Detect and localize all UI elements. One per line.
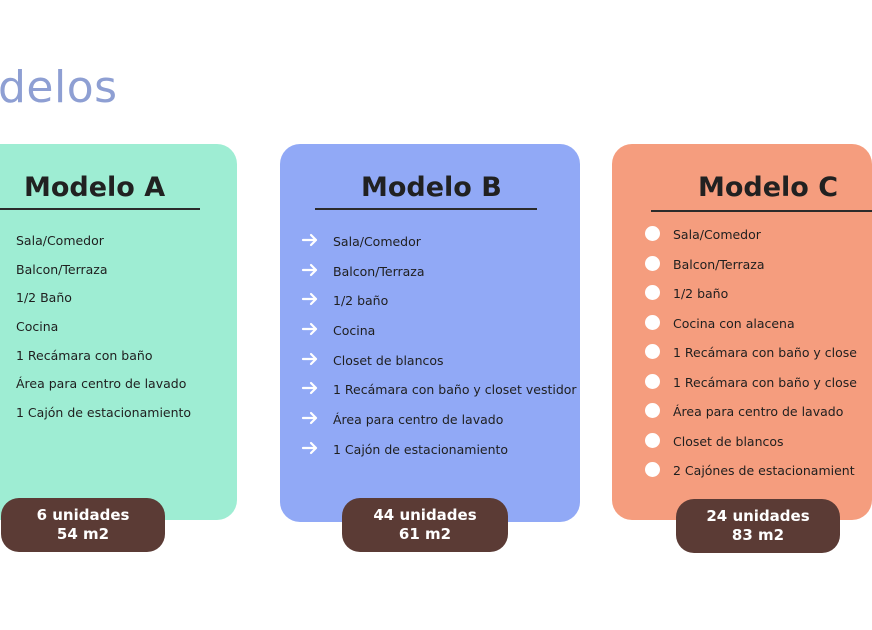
units-count: 6 unidades [36,506,130,524]
arrow-right-icon [301,290,319,311]
feature-item: Sala/Comedor [645,226,857,257]
feature-item: 2 Cajónes de estacionamient [645,462,857,493]
card-modelo-c: Modelo C Sala/Comedor Balcon/Terraza 1/2… [612,144,872,520]
white-dot-icon [645,432,660,448]
feature-item: Cocina [301,322,577,353]
white-dot-icon [645,255,660,271]
white-dot-icon [645,462,660,477]
feature-item: Área para centro de lavado [16,376,187,392]
card-title: Modelo C [698,172,839,203]
unit-area: 61 m2 [398,525,452,543]
feature-list: Sala/Comedor Balcon/Terraza 1/2 baño Coc… [301,233,577,472]
units-count: 44 unidades [373,506,477,524]
feature-item: Closet de blancos [645,432,857,464]
white-dot-icon [645,344,660,359]
feature-item: Cocina con alacena [645,314,857,346]
feature-item: 1 Cajón de estacionamiento [16,405,192,421]
feature-list: Sala/Comedor Balcon/Terraza 1/2 Baño Coc… [16,233,191,434]
arrow-right-icon [301,261,319,282]
arrow-right-icon [301,231,319,252]
card-title: Modelo A [24,172,166,203]
feature-item: 1 Recámara con baño y closet vestidor [301,382,577,412]
unit-area: 83 m2 [731,526,785,544]
feature-item: Balcon/Terraza [645,255,857,287]
white-dot-icon [645,226,660,241]
title-divider [0,208,200,210]
white-dot-icon [645,285,660,300]
feature-item: 1 Cajón de estacionamiento [301,441,577,472]
card-modelo-a: Modelo A Sala/Comedor Balcon/Terraza 1/2… [0,144,237,520]
units-badge: 24 unidades 83 m2 [676,499,840,553]
page-title: delos [0,62,118,113]
white-dot-icon [645,373,660,389]
feature-item: 1 Recámara con baño [16,347,153,363]
feature-item: 1 Recámara con baño y close [645,344,857,375]
feature-item: Área para centro de lavado [645,403,857,434]
units-badge: 44 unidades 61 m2 [342,498,508,552]
feature-item: Sala/Comedor [301,233,577,264]
card-modelo-b: Modelo B Sala/Comedor Balcon/Terraza 1/2… [280,144,580,522]
arrow-right-icon [301,439,319,460]
feature-item: Sala/Comedor [16,233,104,248]
feature-item: 1/2 baño [301,293,577,323]
feature-item: 1/2 baño [645,285,857,316]
arrow-right-icon [301,379,319,400]
feature-item: 1 Recámara con baño y close [645,373,857,405]
white-dot-icon [645,403,660,418]
feature-item: Área para centro de lavado [301,412,577,442]
arrow-right-icon [301,320,319,341]
feature-item: Cocina [16,319,59,335]
unit-area: 54 m2 [56,525,110,543]
feature-item: Balcon/Terraza [16,261,108,277]
units-count: 24 unidades [706,507,810,525]
feature-list: Sala/Comedor Balcon/Terraza 1/2 baño Coc… [645,226,857,493]
feature-item: Balcon/Terraza [301,263,577,294]
feature-item: 1/2 Baño [16,290,72,306]
units-badge: 6 unidades 54 m2 [1,498,165,552]
title-divider [651,210,872,212]
arrow-right-icon [301,350,319,371]
feature-item: Closet de blancos [301,352,577,383]
card-title: Modelo B [361,172,502,203]
white-dot-icon [645,314,660,330]
title-divider [315,208,537,210]
arrow-right-icon [301,409,319,430]
